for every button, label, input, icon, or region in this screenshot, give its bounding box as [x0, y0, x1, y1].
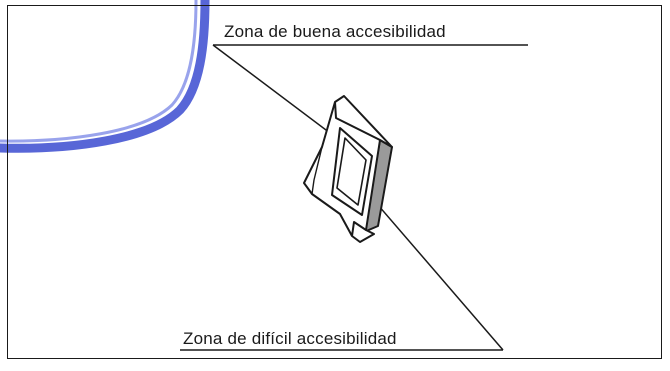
diagram-frame: [7, 5, 662, 359]
top-leader-line: [212, 44, 331, 134]
bottom-leader-line: [377, 204, 504, 351]
label-difficult-access-zone: Zona de difícil accesibilidad: [183, 329, 397, 348]
label-good-access-zone: Zona de buena accesibilidad: [224, 22, 446, 41]
bracket-part: [303, 95, 393, 243]
